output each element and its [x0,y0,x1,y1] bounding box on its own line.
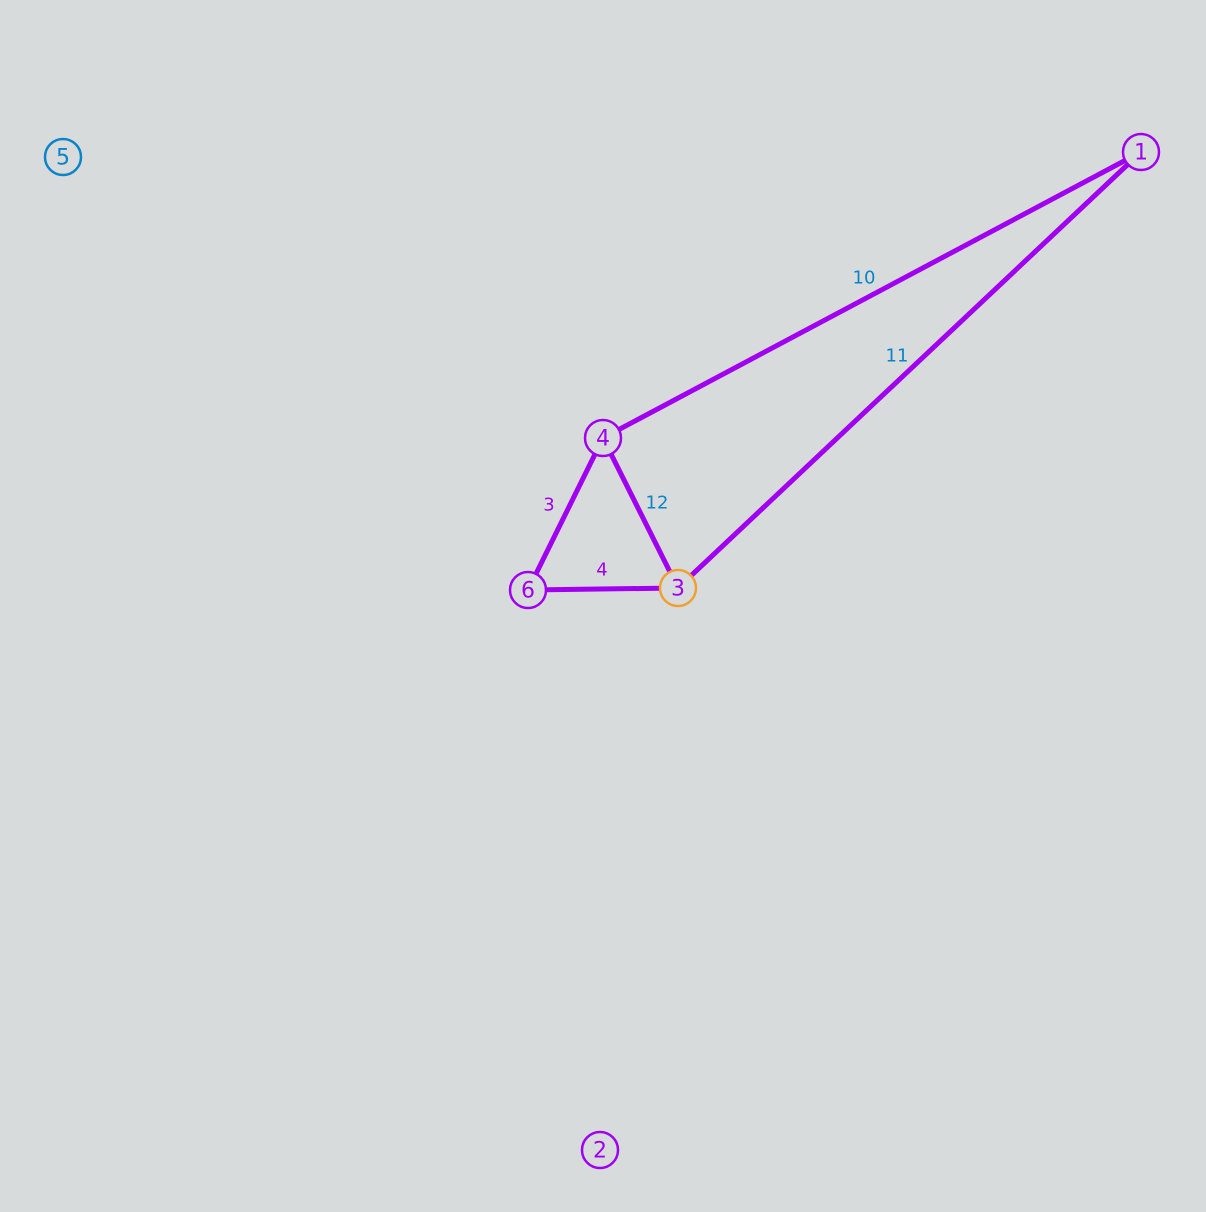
node-1[interactable]: 1 [1121,132,1161,172]
node-6[interactable]: 6 [508,570,548,610]
edge-4-6[interactable] [525,435,606,593]
node-circle-6[interactable] [508,570,548,610]
edge-weights-layer: 10 11 12 3 4 [543,268,908,581]
edge-weight-4-1: 10 [853,268,876,289]
edge-weight-3-1: 11 [886,346,909,367]
node-2[interactable]: 2 [580,1130,620,1170]
edge-4-1[interactable] [600,149,1144,441]
edge-weight-4-6: 3 [543,495,554,516]
node-circle-5[interactable] [43,137,83,177]
node-circle-1[interactable] [1121,132,1161,172]
edge-weight-6-3: 4 [596,560,607,581]
edges-layer [525,149,1144,593]
edge-weight-4-3: 12 [646,493,669,514]
edge-4-3[interactable] [600,435,681,591]
edge-3-1[interactable] [675,149,1144,591]
node-circle-4[interactable] [583,418,623,458]
node-circle-2[interactable] [580,1130,620,1170]
node-4[interactable]: 4 [583,418,623,458]
node-3[interactable]: 3 [658,568,698,608]
edge-6-3[interactable] [525,585,681,593]
node-circle-3[interactable] [658,568,698,608]
node-5[interactable]: 5 [43,137,83,177]
